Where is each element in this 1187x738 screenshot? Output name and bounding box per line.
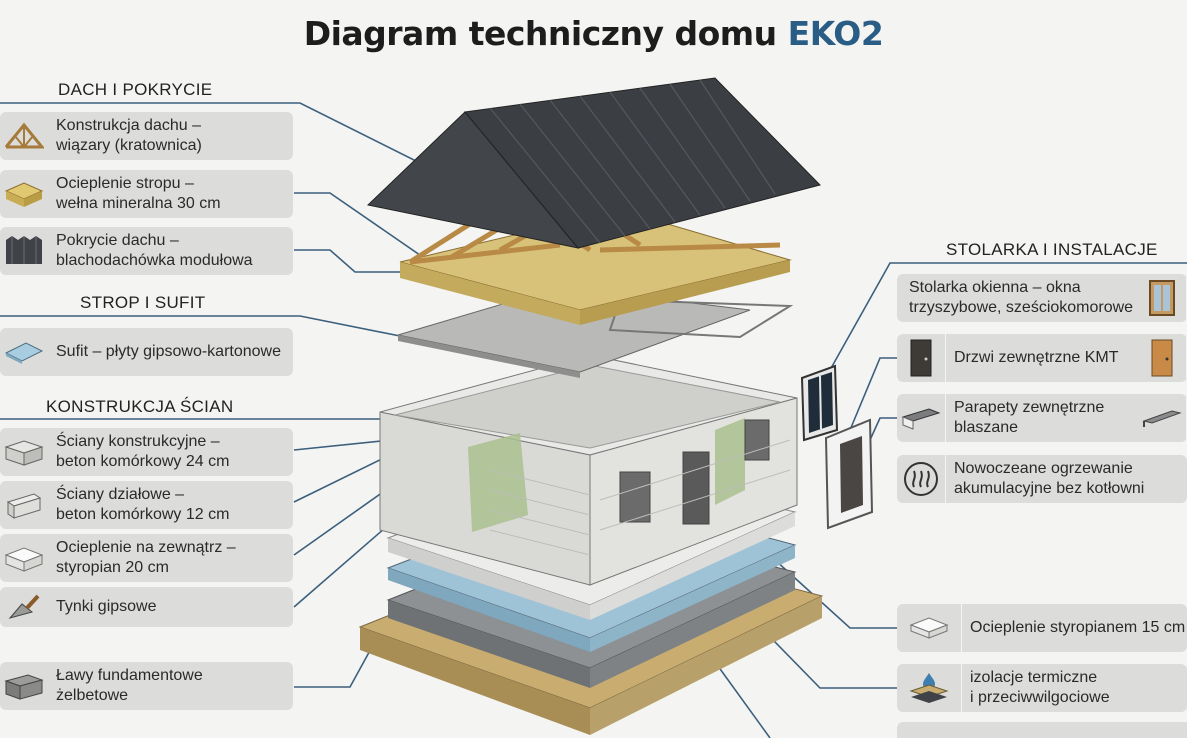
foundation-block-icon [0,662,48,710]
item-text: Ocieplenie na zewnątrz – styropian 20 cm [56,539,236,576]
item-foundation: Ławy fundamentowe żelbetowe [0,662,293,710]
item-partial-bottom [897,722,1187,738]
section-walls: KONSTRUKCJA ŚCIAN [46,397,234,416]
section-joinery: STOLARKA I INSTALACJE [946,240,1158,259]
item-ceiling-insulation: Ocieplenie stropu – wełna mineralna 30 c… [0,170,293,218]
item-plaster: Tynki gipsowe [0,587,293,627]
sill-profile-icon [1138,394,1187,442]
roof-truss-layer [399,202,792,325]
item-partition-walls: Ściany działowe – beton komórkowy 12 cm [0,481,293,529]
truss-icon [0,112,48,160]
item-text: Drzwi zewnętrzne KMT [954,349,1119,366]
window-icon [1138,274,1187,322]
item-text: Nowoczeane ogrzewanie akumulacyjne bez k… [954,460,1145,497]
door-wood-icon [1138,334,1187,382]
heating-icon [897,455,946,503]
item-text: Parapety zewnętrzne blaszane [954,399,1105,436]
item-text: Konstrukcja dachu – wiązary (kratownica) [56,117,202,154]
item-text: Ocieplenie styropianem 15 cm [970,619,1186,636]
insulation-layers-icon [897,664,962,712]
item-text: Ściany konstrukcyjne – beton komórkowy 2… [56,433,230,470]
item-windows: Stolarka okienna – okna trzyszybowe, sze… [897,274,1187,322]
item-structural-walls: Ściany konstrukcyjne – beton komórkowy 2… [0,428,293,476]
styrofoam-icon [0,534,48,582]
item-text: Pokrycie dachu – blachodachówka modułowa [56,232,253,269]
item-text: Ocieplenie stropu – wełna mineralna 30 c… [56,175,221,212]
item-external-insulation: Ocieplenie na zewnątrz – styropian 20 cm [0,534,293,582]
styrofoam-slab-icon [897,604,962,652]
item-roof-cover: Pokrycie dachu – blachodachówka modułowa [0,227,293,275]
item-text: Ławy fundamentowe żelbetowe [56,667,203,704]
concrete-block-icon [0,428,48,476]
item-text: Sufit – płyty gipsowo-kartonowe [56,343,281,360]
house-walls [379,354,798,586]
exploded-window [800,364,839,442]
trowel-icon [0,587,48,627]
title-brand: EKO2 [787,14,884,53]
thin-block-icon [0,481,48,529]
item-roof-truss: Konstrukcja dachu – wiązary (kratownica) [0,112,293,160]
item-moisture-insulation: izolacje termiczne i przeciwwilgociowe [897,664,1187,712]
roof-cover [366,77,821,249]
window-sill-icon [897,394,946,442]
exploded-door [824,418,874,530]
title-main: Diagram techniczny domu [303,14,777,53]
metal-roof-sheet-icon [0,227,48,275]
item-floor-insulation: Ocieplenie styropianem 15 cm [897,604,1187,652]
item-text: izolacje termiczne i przeciwwilgociowe [970,669,1110,706]
item-door: Drzwi zewnętrzne KMT [897,334,1187,382]
leader-lines [0,102,1187,738]
item-heating: Nowoczeane ogrzewanie akumulacyjne bez k… [897,455,1187,503]
section-roof: DACH I POKRYCIE [58,80,213,99]
item-text: Stolarka okienna – okna trzyszybowe, sze… [909,279,1134,316]
door-icon [897,334,946,382]
item-text: Tynki gipsowe [56,598,157,615]
mineral-wool-icon [0,170,48,218]
item-window-sills: Parapety zewnętrzne blaszane [897,394,1187,442]
item-ceiling-board: Sufit – płyty gipsowo-kartonowe [0,328,293,376]
drywall-board-icon [0,328,48,376]
page-title: Diagram techniczny domu EKO2 [0,14,1187,53]
item-text: Ściany działowe – beton komórkowy 12 cm [56,486,230,523]
section-ceiling: STROP I SUFIT [80,293,206,312]
